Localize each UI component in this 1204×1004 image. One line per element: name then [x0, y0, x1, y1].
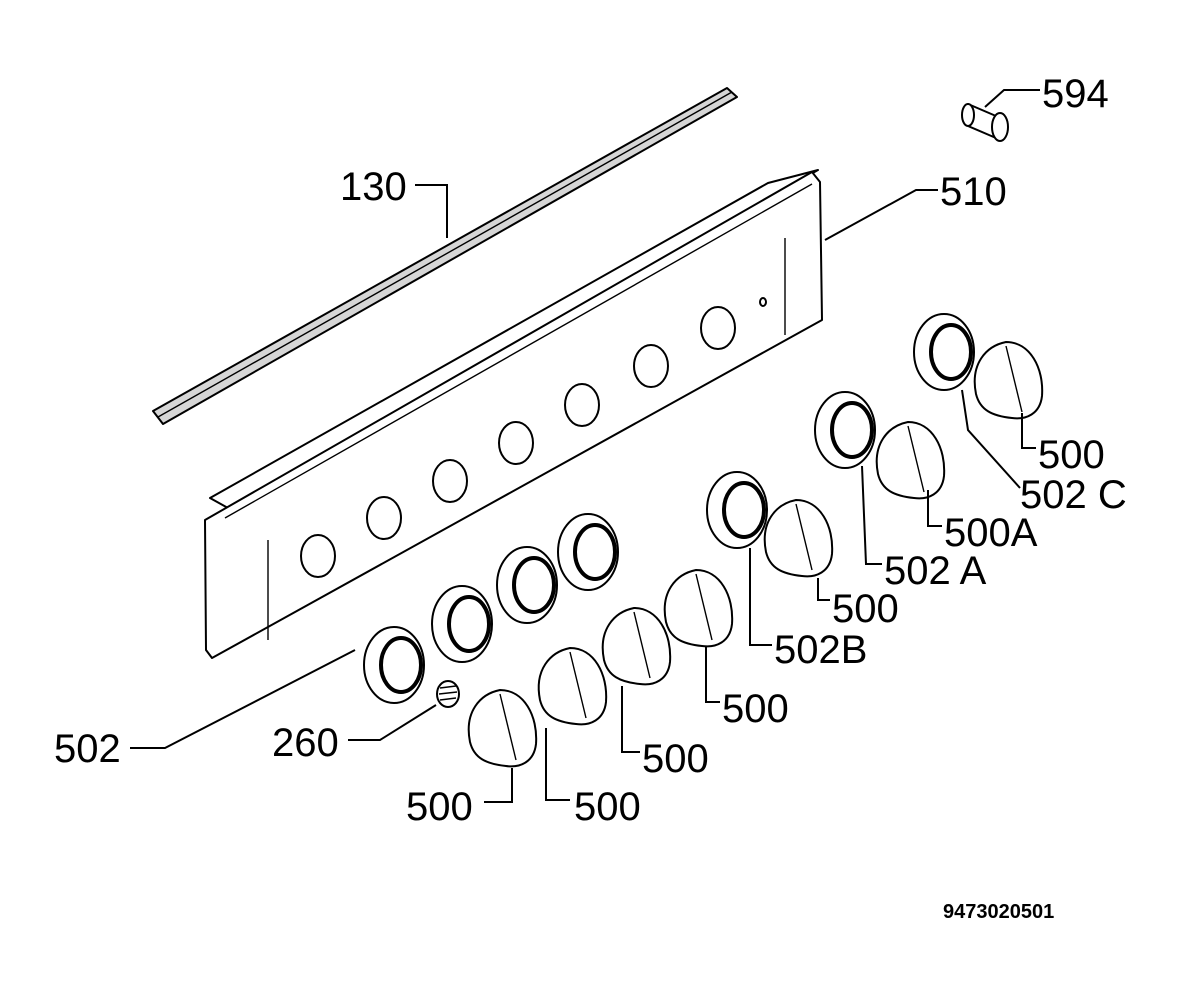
label-500-m3: 500	[642, 737, 709, 781]
knob-5	[763, 499, 834, 578]
label-502: 502	[54, 727, 121, 771]
label-594: 594	[1042, 72, 1109, 116]
label-260: 260	[272, 721, 339, 765]
knob-1	[467, 689, 538, 768]
part-260-spring	[436, 680, 460, 708]
label-500-m1: 500	[832, 587, 899, 631]
label-500-m4: 500	[574, 785, 641, 829]
label-502c: 502 C	[1020, 473, 1127, 517]
part-510-control-panel	[204, 169, 823, 659]
label-500a: 500A	[944, 511, 1038, 555]
part-labels: 130 594 510 500 502 C 500A 502 A 500 502…	[54, 72, 1127, 923]
part-130-seal-strip	[152, 87, 738, 425]
label-500-m2: 500	[722, 687, 789, 731]
knob-3	[601, 607, 672, 686]
part-594-plug	[961, 103, 1009, 142]
knob-2	[537, 647, 608, 726]
knob-top	[973, 341, 1044, 420]
part-502b-bezel	[706, 471, 768, 549]
label-510: 510	[940, 170, 1007, 214]
leader-lines	[130, 89, 1040, 803]
part-500-knobs	[467, 341, 1044, 768]
drawing-code: 9473020501	[943, 901, 1054, 923]
knob-500a	[875, 421, 946, 500]
label-130: 130	[340, 165, 407, 209]
part-502a-bezel	[814, 391, 876, 469]
part-502-bezels	[363, 513, 619, 704]
knob-4	[663, 569, 734, 648]
label-502a: 502 A	[884, 549, 987, 593]
label-502b: 502B	[774, 628, 867, 672]
label-500-m5: 500	[406, 785, 473, 829]
label-500-top: 500	[1038, 433, 1105, 477]
part-502c-bezel	[913, 313, 975, 391]
